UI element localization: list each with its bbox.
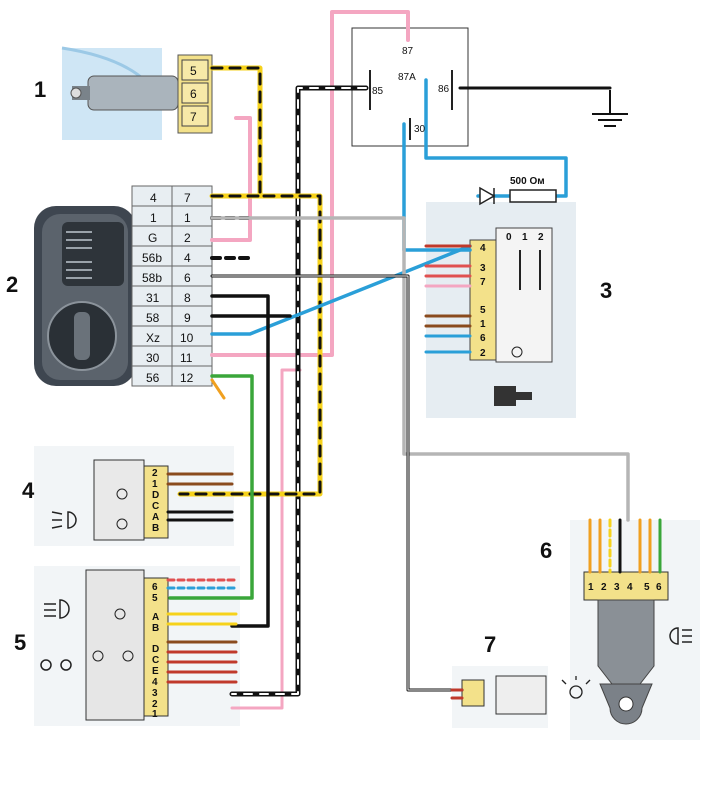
svg-text:5: 5 <box>480 305 486 316</box>
svg-text:Xz: Xz <box>146 331 160 345</box>
c2-right-pins: 7 1 2 4 6 8 9 10 11 12 <box>180 191 194 385</box>
svg-text:3: 3 <box>480 263 486 274</box>
svg-text:G: G <box>148 231 157 245</box>
c2-left-pins: 4 1 G 56b 58b 31 58 Xz 30 56 <box>142 191 162 385</box>
svg-text:12: 12 <box>180 371 194 385</box>
svg-text:A: A <box>152 612 159 623</box>
switch-knob-icon <box>70 87 82 99</box>
svg-text:11: 11 <box>180 351 193 365</box>
svg-text:2: 2 <box>480 348 486 359</box>
wire-grey <box>210 216 630 522</box>
c3-connector-pins: 4 3 7 5 1 6 2 <box>480 243 486 359</box>
component-3-ignition-switch <box>426 202 576 418</box>
svg-text:2: 2 <box>152 468 158 479</box>
relay-pin-30: 30 <box>414 124 426 135</box>
c5-pins: 6 5 A B D C E 4 3 2 1 <box>152 582 159 720</box>
resistor-label: 500 Ом <box>510 176 545 187</box>
relay-pin-85: 85 <box>372 86 384 97</box>
svg-text:D: D <box>152 490 159 501</box>
svg-text:1: 1 <box>480 319 486 330</box>
wire-black-heavy <box>210 294 270 628</box>
svg-text:8: 8 <box>184 291 191 305</box>
svg-text:4: 4 <box>184 251 191 265</box>
svg-text:4: 4 <box>152 677 158 688</box>
c6-pins: 1 2 3 4 5 6 <box>588 582 662 593</box>
ground-icon <box>592 90 628 127</box>
svg-text:C: C <box>152 501 159 512</box>
parking-light-icon <box>40 659 72 671</box>
svg-text:E: E <box>152 666 159 677</box>
c4-pins: 2 1 D C A B <box>152 468 159 534</box>
svg-text:1: 1 <box>150 211 157 225</box>
svg-text:6: 6 <box>480 333 486 344</box>
svg-text:1: 1 <box>152 479 158 490</box>
svg-text:58: 58 <box>146 311 160 325</box>
svg-text:58b: 58b <box>142 271 162 285</box>
relay-pin-86: 86 <box>438 84 450 95</box>
svg-text:5: 5 <box>644 582 650 593</box>
wire-pink-2 <box>210 116 252 242</box>
svg-text:D: D <box>152 644 159 655</box>
svg-text:2: 2 <box>152 699 158 710</box>
c1-pin-5: 5 <box>190 64 197 78</box>
wire-black-thin <box>210 274 464 692</box>
component-1-light-switch <box>61 46 213 140</box>
component-7-indicator <box>452 666 591 728</box>
svg-text:2: 2 <box>184 231 191 245</box>
figure-label-7: 7 <box>484 632 496 657</box>
wire-pink <box>210 10 410 357</box>
svg-text:9: 9 <box>184 311 191 325</box>
svg-text:A: A <box>152 512 159 523</box>
svg-text:3: 3 <box>614 582 620 593</box>
component-6-rear-lamp <box>570 520 700 740</box>
svg-text:6: 6 <box>656 582 662 593</box>
svg-text:1: 1 <box>588 582 594 593</box>
svg-text:30: 30 <box>146 351 160 365</box>
svg-text:3: 3 <box>152 688 158 699</box>
svg-text:5: 5 <box>152 593 158 604</box>
svg-text:6: 6 <box>184 271 191 285</box>
c1-pin-7: 7 <box>190 110 197 124</box>
svg-text:0: 0 <box>506 232 512 243</box>
headlight-icon <box>44 599 70 619</box>
svg-text:31: 31 <box>146 291 160 305</box>
svg-text:C: C <box>152 655 159 666</box>
wire-pink-3 <box>230 368 302 710</box>
svg-text:10: 10 <box>180 331 194 345</box>
svg-text:4: 4 <box>150 191 157 205</box>
svg-text:1: 1 <box>522 232 528 243</box>
figure-label-6: 6 <box>540 538 552 563</box>
indicator-lamp-icon <box>561 676 591 699</box>
resistor <box>509 189 557 203</box>
svg-text:7: 7 <box>480 277 486 288</box>
figure-label-5: 5 <box>14 630 26 655</box>
figure-label-1: 1 <box>34 77 46 102</box>
c3-positions: 0 1 2 <box>506 232 544 243</box>
svg-text:1: 1 <box>152 709 158 720</box>
component-4-fog-switch <box>34 446 234 546</box>
diode-icon <box>479 186 496 206</box>
svg-text:6: 6 <box>152 582 158 593</box>
svg-text:4: 4 <box>480 243 486 254</box>
figure-label-2: 2 <box>6 272 18 297</box>
relay-pin-87a: 87A <box>398 72 416 83</box>
rear-fog-icon <box>669 627 692 645</box>
key-icon <box>478 386 532 406</box>
svg-text:1: 1 <box>184 211 191 225</box>
svg-text:56b: 56b <box>142 251 162 265</box>
svg-text:4: 4 <box>627 582 633 593</box>
wire-green <box>168 374 254 600</box>
svg-text:2: 2 <box>538 232 544 243</box>
svg-text:B: B <box>152 623 159 634</box>
relay-pin-87: 87 <box>402 46 414 57</box>
svg-text:7: 7 <box>184 191 191 205</box>
figure-label-4: 4 <box>22 478 35 503</box>
svg-text:56: 56 <box>146 371 160 385</box>
svg-text:2: 2 <box>601 582 607 593</box>
component-5-headlight-switch <box>34 566 240 726</box>
c1-pin-6: 6 <box>190 87 197 101</box>
svg-text:B: B <box>152 523 159 534</box>
fog-lamp-icon <box>51 511 77 529</box>
figure-label-3: 3 <box>600 278 612 303</box>
